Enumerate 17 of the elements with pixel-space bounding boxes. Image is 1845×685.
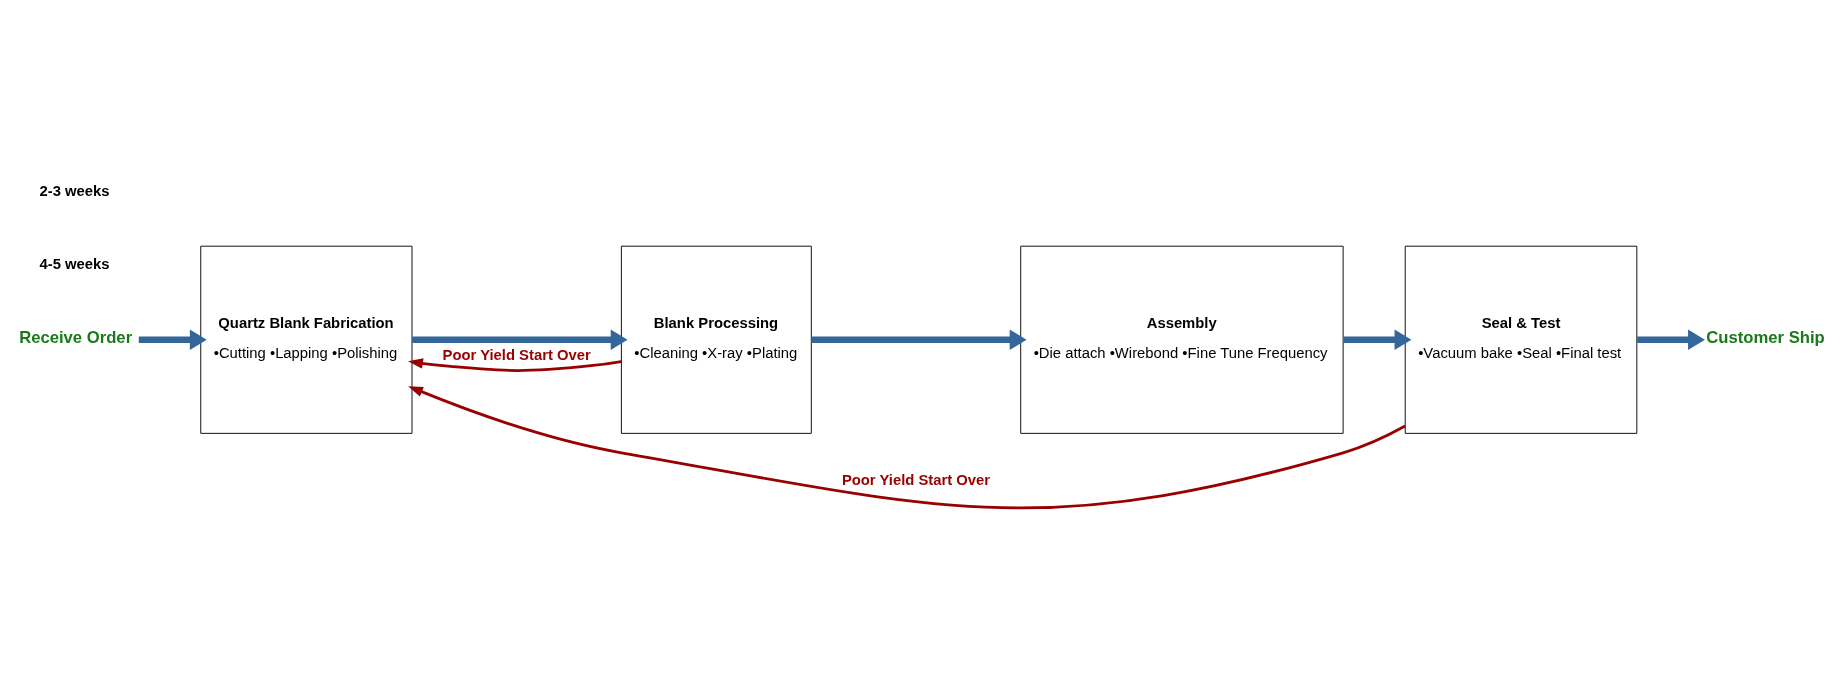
node-box: Blank Processing •Cleaning •X-ray •Plating [620, 245, 812, 434]
arrow [412, 329, 628, 351]
label: 4-5 weeks [39, 256, 110, 273]
edge-label: Poor Yield Start Over [841, 472, 991, 489]
label: 2-3 weeks [39, 182, 110, 199]
edge-label: Poor Yield Start Over [442, 346, 591, 363]
arrow [408, 386, 1406, 510]
arrow [138, 329, 207, 351]
arrow [408, 358, 622, 372]
node-text: Receive Order [19, 327, 133, 347]
arrow [1343, 329, 1412, 351]
node-box: Quartz Blank Fabrication •Cutting •Lapping •Polishing [200, 245, 413, 434]
arrow [1637, 329, 1705, 351]
node-box: Assembly •Die attach •Wirebond •Fine Tune Frequency [1020, 245, 1344, 434]
node-text: Customer Ship [1706, 327, 1825, 347]
arrow [811, 329, 1027, 351]
node-box: Seal & Test •Vacuum bake •Seal •Final test [1404, 245, 1638, 434]
